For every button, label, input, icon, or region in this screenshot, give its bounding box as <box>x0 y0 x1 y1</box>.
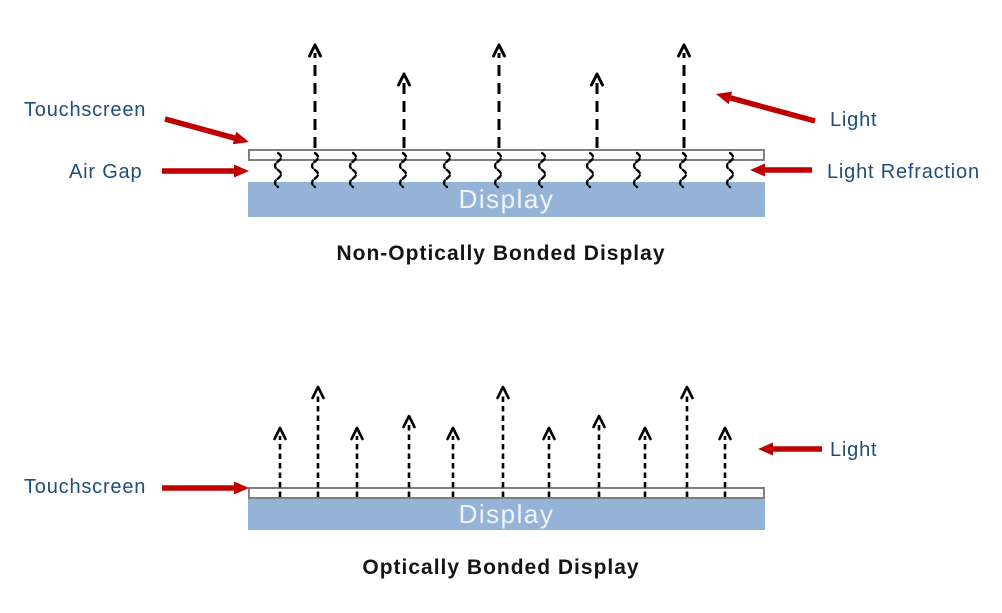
display-rect-top: Display <box>248 182 765 217</box>
light-ray-arrowhead-icon <box>720 428 731 439</box>
air-gap-callout-arrow-head-icon <box>234 165 249 178</box>
light-ray-arrowhead-icon <box>352 428 363 439</box>
touchscreen-label-top: Touchscreen <box>24 97 146 123</box>
light-refraction-callout-arrow-head-icon <box>750 164 765 177</box>
light-ray-arrowhead-icon <box>640 428 651 439</box>
light-label-bottom: Light <box>830 437 877 463</box>
title-optically-bonded: Optically Bonded Display <box>0 556 1002 580</box>
touchscreen-callout-arrow-top-head-icon <box>233 132 249 145</box>
light-ray-arrowhead-icon <box>498 387 509 398</box>
light-callout-arrow-top-head-icon <box>716 92 732 105</box>
display-label-top: Display <box>459 184 555 215</box>
light-ray-arrowhead-icon <box>592 74 603 85</box>
air-gap-label: Air Gap <box>69 159 142 185</box>
light-ray-arrowhead-icon <box>682 387 693 398</box>
light-refraction-label: Light Refraction <box>827 159 980 185</box>
light-ray-arrowhead-icon <box>404 416 415 427</box>
touchscreen-callout-arrow-bottom-head-icon <box>234 482 249 495</box>
touchscreen-label-bottom: Touchscreen <box>24 474 146 500</box>
light-ray-arrowhead-icon <box>313 387 324 398</box>
display-label-bottom: Display <box>459 499 555 530</box>
light-ray-arrowhead-icon <box>310 45 321 56</box>
light-ray-arrowhead-icon <box>275 428 286 439</box>
light-ray-arrowhead-icon <box>448 428 459 439</box>
light-ray-arrowhead-icon <box>399 74 410 85</box>
display-rect-bottom: Display <box>248 499 765 530</box>
light-callout-arrow-top <box>730 98 815 121</box>
light-ray-arrowhead-icon <box>544 428 555 439</box>
light-ray-arrowhead-icon <box>594 416 605 427</box>
title-non-optically-bonded: Non-Optically Bonded Display <box>0 242 1002 266</box>
light-label-top: Light <box>830 107 877 133</box>
touchscreen-callout-arrow-top <box>165 119 235 138</box>
touchscreen-bar-bottom <box>248 487 765 499</box>
light-ray-arrowhead-icon <box>494 45 505 56</box>
light-callout-arrow-bottom-head-icon <box>758 443 773 456</box>
touchscreen-bar-top <box>248 149 765 161</box>
light-ray-arrowhead-icon <box>679 45 690 56</box>
